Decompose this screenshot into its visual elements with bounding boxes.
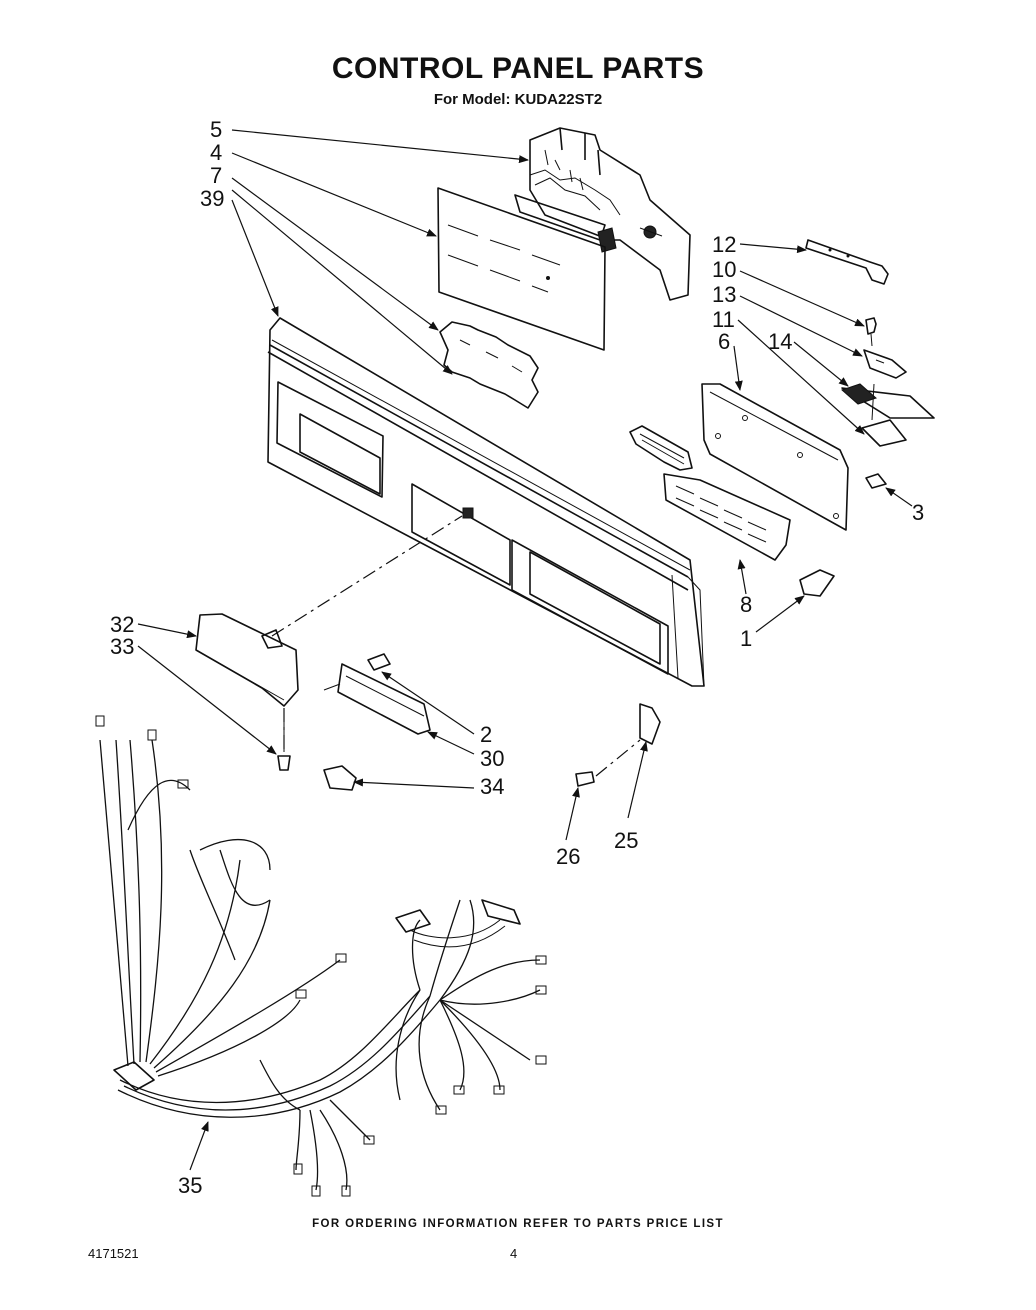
callout-1: 1 <box>740 626 752 651</box>
callout-labels: 5 4 7 39 12 10 13 11 14 6 3 8 1 32 33 2 … <box>110 117 924 1198</box>
part-14-insulator <box>841 383 935 419</box>
callout-5: 5 <box>210 117 222 142</box>
leader-lines <box>137 129 913 1171</box>
callout-35: 35 <box>178 1173 202 1198</box>
callout-13: 13 <box>712 282 736 307</box>
part-34-clip <box>323 765 357 791</box>
part-8-membrane <box>629 425 791 561</box>
part-7-bracket <box>439 321 539 409</box>
part-3-clip <box>865 473 887 489</box>
part-13-switch <box>863 349 907 379</box>
callout-25: 25 <box>614 828 638 853</box>
part-32-bracket <box>195 613 299 707</box>
page-number: 4 <box>510 1246 518 1261</box>
callout-39: 39 <box>200 186 224 211</box>
callout-6: 6 <box>718 329 730 354</box>
part-39-console-panel <box>267 317 705 687</box>
callout-12: 12 <box>712 232 736 257</box>
callout-3: 3 <box>912 500 924 525</box>
callout-14: 14 <box>768 329 792 354</box>
callout-4: 4 <box>210 140 222 165</box>
part-2-screw <box>367 653 391 671</box>
part-11-clip <box>861 383 907 447</box>
callout-26: 26 <box>556 844 580 869</box>
callout-34: 34 <box>480 774 504 799</box>
page-title: CONTROL PANEL PARTS <box>331 52 705 85</box>
part-1-button <box>799 569 835 597</box>
part-12-bracket <box>805 239 889 285</box>
part-4-overlay <box>437 187 606 351</box>
callout-8: 8 <box>740 592 752 617</box>
callout-33: 33 <box>110 634 134 659</box>
callout-7: 7 <box>210 163 222 188</box>
callout-11: 11 <box>712 307 735 332</box>
part-26-screw <box>575 771 595 787</box>
callout-2: 2 <box>480 722 492 747</box>
part-30-bracket <box>323 663 431 735</box>
ordering-note: FOR ORDERING INFORMATION REFER TO PARTS … <box>312 1218 724 1230</box>
part-6-circuit-board <box>701 383 849 531</box>
part-25-bracket <box>639 703 661 745</box>
callout-30: 30 <box>480 746 504 771</box>
part-5-timer-module <box>514 127 691 301</box>
part-35-wire-harness <box>95 715 547 1197</box>
document-number: 4171521 <box>88 1246 139 1261</box>
assembly-dash-lines <box>271 515 641 777</box>
callout-32: 32 <box>110 612 134 637</box>
part-10-screw <box>865 317 877 347</box>
callout-10: 10 <box>712 257 736 282</box>
model-subtitle: For Model: KUDA22ST2 <box>433 91 603 108</box>
